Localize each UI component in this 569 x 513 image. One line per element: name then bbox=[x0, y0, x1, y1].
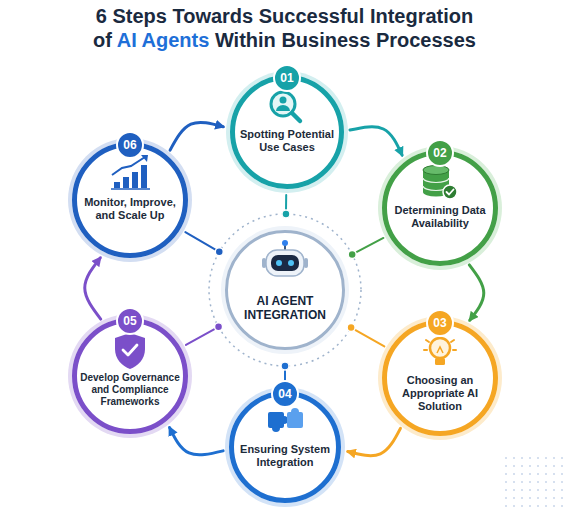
step-label: Develop Governance and Compliance Framew… bbox=[77, 372, 183, 408]
step-circle: 04Ensuring System Integration bbox=[229, 391, 341, 503]
flow-arrow bbox=[469, 265, 483, 320]
database-icon bbox=[423, 166, 457, 200]
step-label: Determining Data Availability bbox=[387, 204, 493, 230]
step-circle: 05Develop Governance and Compliance Fram… bbox=[72, 318, 188, 434]
flow-arrow bbox=[350, 127, 402, 155]
step-number: 01 bbox=[273, 64, 301, 92]
link-dot bbox=[282, 210, 290, 218]
search-icon bbox=[271, 92, 300, 121]
robot-icon bbox=[262, 240, 308, 276]
link-dot bbox=[215, 248, 223, 256]
step-label: Ensuring System Integration bbox=[232, 443, 338, 469]
hub-link bbox=[186, 327, 219, 345]
flow-arrow bbox=[170, 428, 224, 455]
step-circle: 01Spotting Potential Use Cases bbox=[230, 75, 344, 189]
step-label: Monitor, Improve, and Scale Up bbox=[77, 196, 183, 222]
dot-texture bbox=[505, 455, 565, 510]
link-dot bbox=[348, 250, 356, 258]
step-label: Spotting Potential Use Cases bbox=[234, 128, 340, 154]
shield-icon bbox=[115, 333, 145, 369]
step-number: 05 bbox=[116, 307, 144, 335]
flow-arrow bbox=[170, 122, 223, 150]
flow-arrow bbox=[85, 258, 101, 319]
step-circle: 06Monitor, Improve, and Scale Up bbox=[72, 142, 188, 258]
step-number: 06 bbox=[116, 131, 144, 159]
link-dot bbox=[281, 362, 289, 370]
puzzle-icon bbox=[268, 408, 303, 432]
hub-link bbox=[352, 238, 383, 255]
link-dot bbox=[347, 324, 355, 332]
growth-chart-icon bbox=[111, 155, 150, 189]
flow-arrow bbox=[348, 428, 401, 455]
step-label: Choosing an Appropriate AI Solution bbox=[387, 374, 493, 414]
step-number: 03 bbox=[426, 309, 454, 337]
hub-circle: AI AGENT INTEGRATION bbox=[225, 230, 345, 350]
step-number: 04 bbox=[271, 380, 299, 408]
hub-ring bbox=[209, 214, 361, 366]
hub-link bbox=[351, 328, 384, 347]
link-dot bbox=[215, 323, 223, 331]
step-number: 02 bbox=[426, 139, 454, 167]
step-circle: 03Choosing an Appropriate AI Solution bbox=[382, 320, 498, 436]
step-circle: 02Determining Data Availability bbox=[382, 150, 498, 266]
hub-label: AI AGENT INTEGRATION bbox=[235, 294, 335, 323]
title: 6 Steps Towards Successful Integrationof… bbox=[0, 4, 569, 52]
hub-link bbox=[185, 232, 219, 252]
